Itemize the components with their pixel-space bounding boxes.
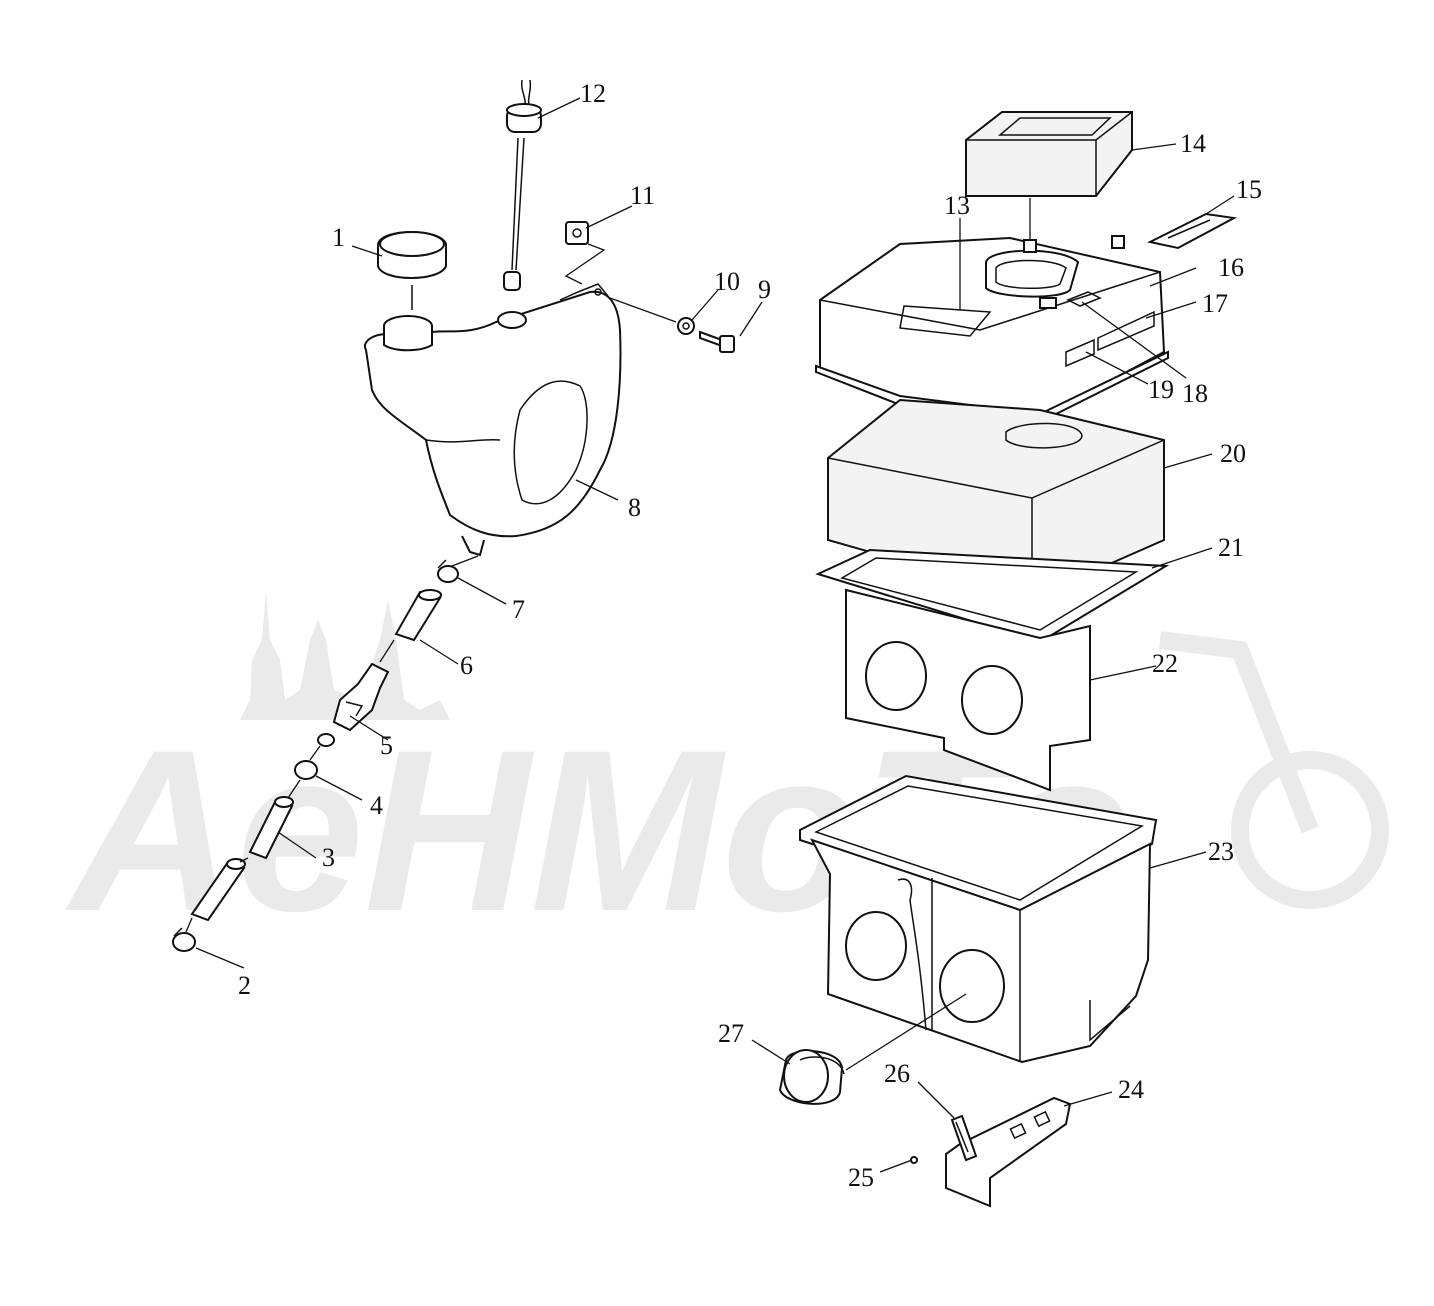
callout-14: 14 <box>1180 129 1206 158</box>
callout-2: 2 <box>238 971 251 1000</box>
part-22-plate <box>845 588 1091 792</box>
callout-7: 7 <box>512 595 525 624</box>
callout-13: 13 <box>944 191 970 220</box>
callout-5: 5 <box>380 731 393 760</box>
callout-15: 15 <box>1236 175 1262 204</box>
leader-lines <box>195 97 1235 1173</box>
watermark-motorcycle-icon <box>1158 631 1389 909</box>
part-12-level-sensor <box>503 79 542 291</box>
callout-17: 17 <box>1202 289 1228 318</box>
airbox-assembly <box>778 111 1238 1208</box>
callout-3: 3 <box>322 843 335 872</box>
callout-18: 18 <box>1182 379 1208 408</box>
part-3-hose <box>248 796 294 860</box>
part-15-strip <box>1147 212 1238 250</box>
callout-20: 20 <box>1220 439 1246 468</box>
callout-11: 11 <box>630 181 655 210</box>
part-8-tank <box>363 283 622 557</box>
callout-24: 24 <box>1118 1075 1144 1104</box>
part-7-clamp <box>437 559 459 583</box>
callout-16: 16 <box>1218 253 1244 282</box>
part-20-foam-filter <box>827 398 1165 600</box>
callout-1: 1 <box>332 223 345 252</box>
part-4-clamp <box>294 760 318 780</box>
tank-assembly <box>172 79 735 952</box>
callout-4: 4 <box>370 791 383 820</box>
callout-8: 8 <box>628 493 641 522</box>
part-2-clamp <box>172 927 196 952</box>
part-26-strap <box>950 1114 978 1162</box>
callout-21: 21 <box>1218 533 1244 562</box>
callout-23: 23 <box>1208 837 1234 866</box>
part-5-valve <box>317 662 390 747</box>
part-6-hose <box>394 589 442 642</box>
part-24-bracket <box>945 1096 1072 1208</box>
watermark-castle-icon <box>240 590 450 720</box>
part-23-airbox-base <box>799 774 1158 1064</box>
callout-27: 27 <box>718 1019 744 1048</box>
callout-12: 12 <box>580 79 606 108</box>
callout-25: 25 <box>848 1163 874 1192</box>
part-10-washer <box>609 297 695 335</box>
part-27-intake-boot <box>778 1049 845 1105</box>
callout-19: 19 <box>1148 375 1174 404</box>
callout-10: 10 <box>714 267 740 296</box>
part-9-bolt <box>699 330 735 353</box>
callout-labels: 1 2 3 4 5 6 7 8 9 10 11 12 13 14 15 16 1… <box>238 79 1262 1192</box>
part-16-cover <box>815 235 1169 424</box>
part-11-clip <box>564 221 606 285</box>
callout-6: 6 <box>460 651 473 680</box>
callout-22: 22 <box>1152 649 1178 678</box>
part-1-filler-cap <box>377 231 447 310</box>
assembly-lines <box>185 555 479 933</box>
callout-26: 26 <box>884 1059 910 1088</box>
callout-9: 9 <box>758 275 771 304</box>
watermark: AeHMoTo <box>65 590 1389 959</box>
